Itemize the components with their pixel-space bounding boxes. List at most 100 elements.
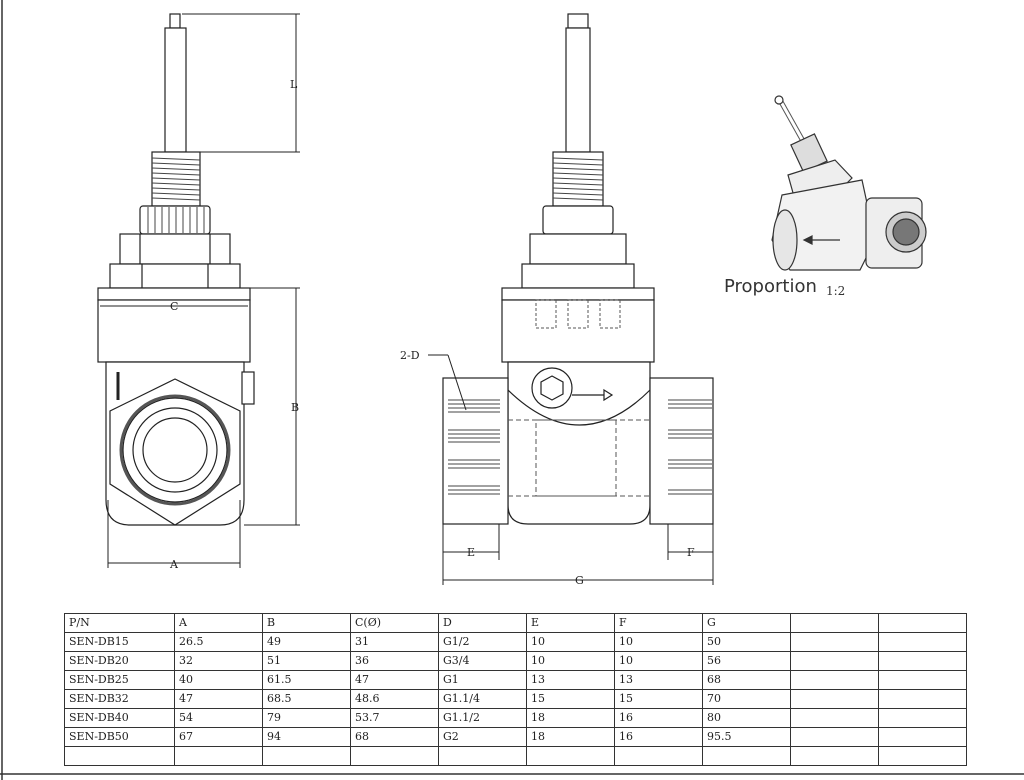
- table-cell: G1: [438, 670, 527, 690]
- iso-body: [771, 179, 876, 271]
- side-upper-hex-nut: [529, 233, 627, 265]
- table-cell: 32: [174, 651, 263, 671]
- dim-label-G: G: [575, 574, 584, 587]
- table-cell: SEN-DB32: [64, 689, 175, 709]
- inner-passage: [508, 419, 650, 497]
- probe-tip: [169, 13, 181, 29]
- side-probe-rod: [565, 27, 591, 153]
- table-row: SEN-DB32 47 68.5 48.6 G1.1/4 15 15 70: [64, 689, 967, 709]
- table-cell: 10: [614, 632, 703, 652]
- table-header-row: P/N A B C(Ø) D E F G: [64, 613, 967, 633]
- table-cell: 10: [526, 632, 615, 652]
- dim-label-B: B: [291, 401, 299, 414]
- port-shadow-ring: [119, 394, 231, 506]
- table-header-cell: E: [526, 613, 615, 633]
- knurled-nut: [139, 205, 211, 235]
- dim-label-E: E: [467, 546, 475, 559]
- table-header-cell: G: [702, 613, 791, 633]
- table-row: SEN-DB25 40 61.5 47 G1 13 13 68: [64, 670, 967, 690]
- iso-probe-tip: [774, 95, 784, 105]
- table-cell: 15: [526, 689, 615, 709]
- table-header-cell: [878, 613, 967, 633]
- iso-left-port: [772, 209, 798, 271]
- table-row: SEN-DB15 26.5 49 31 G1/2 10 10 50: [64, 632, 967, 652]
- table-cell: [878, 651, 967, 671]
- port-bore: [142, 417, 208, 483]
- table-row: SEN-DB40 54 79 53.7 G1.1/2 18 16 80: [64, 708, 967, 728]
- table-cell: [790, 746, 879, 766]
- table-cell: 16: [614, 708, 703, 728]
- table-cell: [878, 746, 967, 766]
- table-cell: 49: [262, 632, 351, 652]
- body-flange: [97, 287, 251, 301]
- table-cell: [790, 708, 879, 728]
- side-view: [442, 13, 714, 525]
- internal-springs: [535, 299, 621, 329]
- table-header-cell: D: [438, 613, 527, 633]
- table-cell: SEN-DB25: [64, 670, 175, 690]
- flow-arrow-head: [603, 388, 614, 402]
- table-cell: 79: [262, 708, 351, 728]
- front-view-dimensions: [100, 13, 300, 568]
- table-cell: 36: [350, 651, 439, 671]
- table-cell: G3/4: [438, 651, 527, 671]
- table-cell: [878, 727, 967, 747]
- proportion-label: Proportion: [724, 276, 817, 297]
- body-upper-block: [97, 299, 251, 363]
- left-end-port: [442, 377, 509, 525]
- dim-label-L: L: [290, 78, 298, 91]
- side-plug: [241, 371, 255, 405]
- side-body-upper-block: [501, 299, 655, 363]
- table-cell: 54: [174, 708, 263, 728]
- table-cell: 56: [702, 651, 791, 671]
- table-row: SEN-DB50 67 94 68 G2 18 16 95.5: [64, 727, 967, 747]
- probe-rod: [164, 27, 187, 153]
- lower-hex-nut: [109, 263, 241, 289]
- table-cell: 47: [174, 689, 263, 709]
- upper-hex-nut: [119, 233, 231, 265]
- table-cell: SEN-DB15: [64, 632, 175, 652]
- table-cell: [790, 689, 879, 709]
- table-cell: 94: [262, 727, 351, 747]
- table-cell: 51: [262, 651, 351, 671]
- thread-lines: [151, 157, 201, 201]
- table-header-cell: A: [174, 613, 263, 633]
- table-cell: 10: [526, 651, 615, 671]
- table-cell: G1/2: [438, 632, 527, 652]
- side-body-pipe: [507, 361, 651, 525]
- table-cell: 80: [702, 708, 791, 728]
- table-cell: 18: [526, 727, 615, 747]
- table-cell: 68: [702, 670, 791, 690]
- table-cell: [526, 746, 615, 766]
- table-cell: 95.5: [702, 727, 791, 747]
- table-cell: [174, 746, 263, 766]
- table-header-cell: [790, 613, 879, 633]
- table-cell: [878, 689, 967, 709]
- table-cell: [64, 746, 175, 766]
- table-cell: [790, 727, 879, 747]
- table-cell: 16: [614, 727, 703, 747]
- table-cell: 53.7: [350, 708, 439, 728]
- table-cell: 13: [526, 670, 615, 690]
- right-end-port: [649, 377, 714, 525]
- table-cell: [790, 670, 879, 690]
- table-cell: SEN-DB50: [64, 727, 175, 747]
- side-view-dimensions: [428, 354, 714, 585]
- table-cell: [350, 746, 439, 766]
- table-cell: 13: [614, 670, 703, 690]
- side-body-flange: [501, 287, 655, 301]
- table-cell: [790, 632, 879, 652]
- table-cell: [262, 746, 351, 766]
- table-cell: [702, 746, 791, 766]
- table-cell: 48.6: [350, 689, 439, 709]
- dim-label-2D: 2-D: [400, 349, 420, 362]
- front-view: [97, 13, 255, 526]
- dim-label-F: F: [687, 546, 695, 559]
- table-cell: [438, 746, 527, 766]
- table-cell: SEN-DB40: [64, 708, 175, 728]
- table-row: [64, 746, 967, 766]
- dim-label-A: A: [169, 558, 179, 571]
- table-cell: [614, 746, 703, 766]
